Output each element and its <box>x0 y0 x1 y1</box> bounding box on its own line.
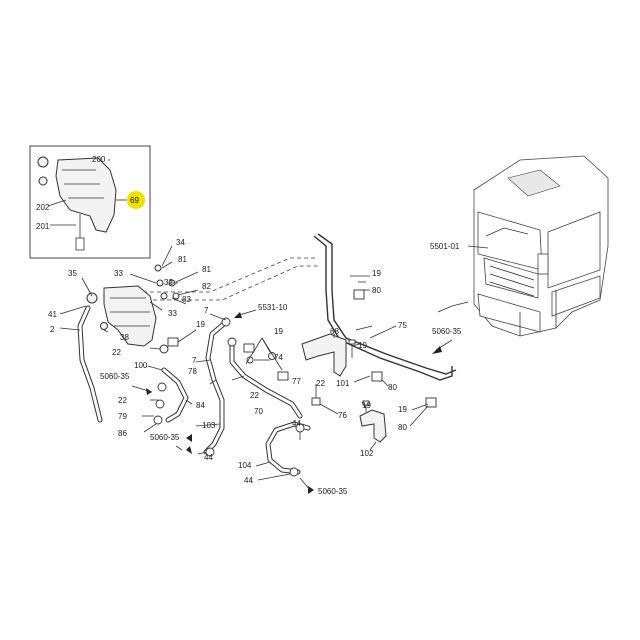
reservoir-tank-detail <box>55 157 117 233</box>
label-70: 70 <box>254 407 263 416</box>
label-83: 83 <box>182 295 191 304</box>
label-22a: 22 <box>112 348 121 357</box>
pipe-75 <box>313 233 457 381</box>
label-104: 104 <box>238 461 252 470</box>
label-101: 101 <box>336 379 350 388</box>
bracket-68 <box>301 333 347 377</box>
label-69: 69 <box>130 196 139 205</box>
label-33b: 33 <box>168 309 177 318</box>
label-5060b: 5060-35 <box>150 433 180 442</box>
label-80b: 80 <box>388 383 397 392</box>
dashed-guide-lines <box>108 257 320 301</box>
label-74: 74 <box>274 353 283 362</box>
sensor-part <box>38 176 48 186</box>
label-5060a: 5060-35 <box>100 372 130 381</box>
hose-70 <box>229 343 303 419</box>
connector-74 <box>243 343 255 353</box>
clip-77 <box>277 371 289 381</box>
label-201: 201 <box>36 222 50 231</box>
label-19d: 19 <box>358 341 367 350</box>
cap-part <box>37 156 49 168</box>
label-100: 100 <box>134 361 148 370</box>
label-5060d: 5060-35 <box>432 327 462 336</box>
label-7b: 7 <box>192 356 197 365</box>
clip-80a <box>353 289 365 300</box>
label-5501: 5501-01 <box>430 242 460 251</box>
label-81a: 81 <box>178 255 187 264</box>
label-76: 76 <box>338 411 347 420</box>
label-75: 75 <box>398 321 407 330</box>
hose-2 <box>77 305 103 423</box>
label-79: 79 <box>118 412 127 421</box>
label-81b: 81 <box>202 265 211 274</box>
bracket-102 <box>359 409 387 443</box>
label-86: 86 <box>118 429 127 438</box>
label-82: 82 <box>202 282 211 291</box>
label-38: 38 <box>120 333 129 342</box>
label-77: 77 <box>292 377 301 386</box>
label-78: 78 <box>188 367 197 376</box>
label-103: 103 <box>202 421 216 430</box>
label-7a: 7 <box>204 306 209 315</box>
label-22b: 22 <box>118 396 127 405</box>
hose-84 <box>161 367 189 423</box>
label-202: 202 <box>36 203 50 212</box>
label-19b: 19 <box>274 327 283 336</box>
label-5531: 5531-10 <box>258 303 288 312</box>
clip-80b <box>371 371 383 382</box>
label-19c: 19 <box>372 269 381 278</box>
label-2: 2 <box>50 325 55 334</box>
label-41: 41 <box>48 310 57 319</box>
label-22c: 22 <box>250 391 259 400</box>
label-44c: 44 <box>244 476 253 485</box>
label-5060c: 5060-35 <box>318 487 348 496</box>
label-19a: 19 <box>196 320 205 329</box>
label-33a: 33 <box>114 269 123 278</box>
label-19f: 19 <box>362 401 371 410</box>
label-32: 32 <box>164 278 173 287</box>
label-34: 34 <box>176 238 185 247</box>
label-102: 102 <box>360 449 374 458</box>
highlight-marker-69[interactable] <box>127 191 145 209</box>
label-84: 84 <box>196 401 205 410</box>
label-44a: 44 <box>204 453 213 462</box>
label-44b: 44 <box>292 419 301 428</box>
label-80a: 80 <box>372 286 381 295</box>
label-80c: 80 <box>398 423 407 432</box>
truck-cab <box>473 155 609 337</box>
label-22d: 22 <box>316 379 325 388</box>
label-68: 68 <box>330 327 339 336</box>
clip-80c <box>425 397 437 408</box>
hose-103 <box>203 319 229 455</box>
label-35: 35 <box>68 269 77 278</box>
label-200: 200 <box>92 155 106 164</box>
detail-inset: 200 202 201 69 <box>29 145 151 259</box>
label-19e: 19 <box>398 405 407 414</box>
reservoir-tank <box>86 264 180 354</box>
hose-104 <box>265 421 311 475</box>
